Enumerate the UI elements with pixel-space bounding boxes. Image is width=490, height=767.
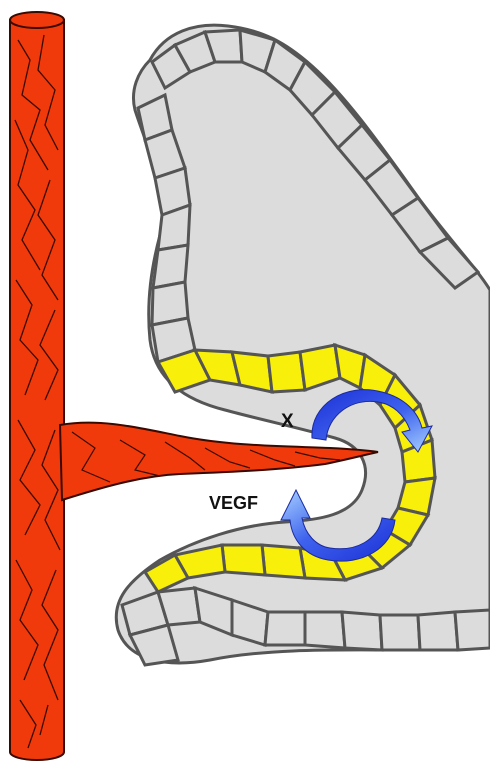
signal-vegf-label: VEGF (209, 494, 258, 512)
cell (418, 612, 458, 650)
blood-vessel (10, 12, 64, 760)
yellow-cell (262, 545, 305, 578)
vessel-top-opening (10, 12, 64, 28)
cell (265, 612, 305, 645)
cell (305, 612, 345, 648)
cell (455, 610, 490, 650)
yellow-cell (222, 545, 265, 575)
cell (342, 612, 382, 650)
signal-x-label: X (281, 412, 294, 431)
epithelial-tissue (116, 25, 490, 665)
cell (380, 615, 420, 650)
